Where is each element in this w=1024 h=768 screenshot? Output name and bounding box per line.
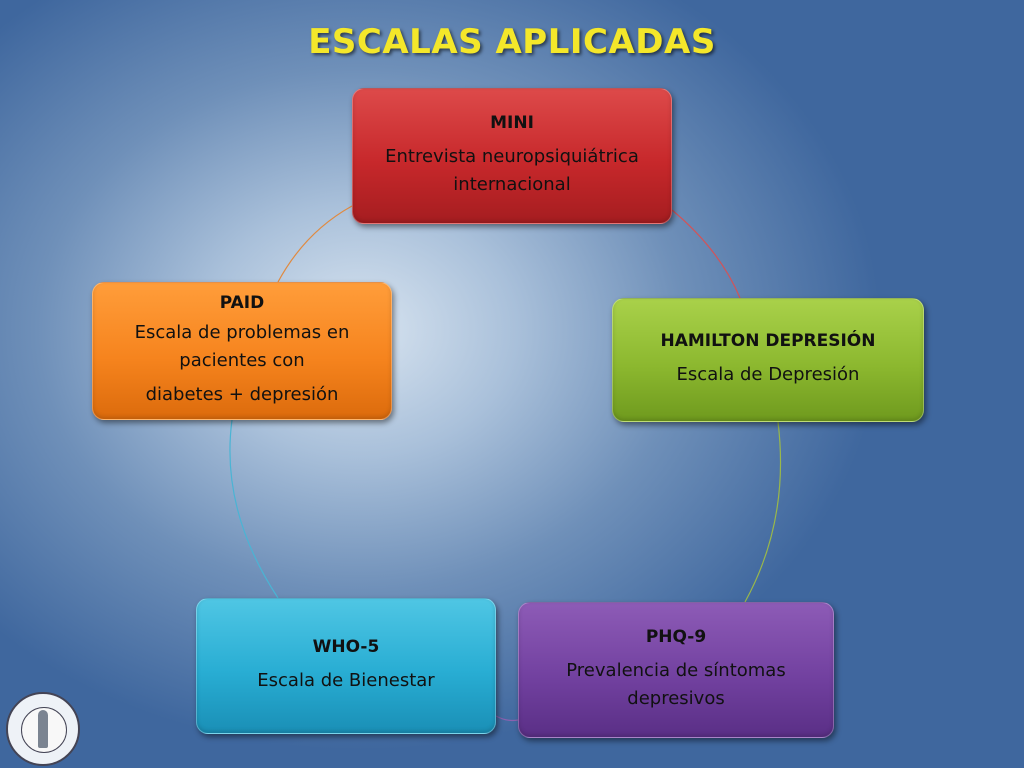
node-mini: MINI Entrevista neuropsiquiátrica intern…	[352, 88, 672, 224]
node-paid-description-2: diabetes + depresión	[145, 384, 339, 405]
slide-title: ESCALAS APLICADAS	[308, 22, 716, 62]
node-mini-title: MINI	[490, 113, 534, 133]
node-phq9-title: PHQ-9	[645, 627, 707, 647]
academy-seal-logo	[6, 692, 80, 766]
node-paid: PAID Escala de problemas en pacientes co…	[92, 282, 392, 420]
seal-figure-icon	[38, 710, 48, 748]
node-hamilton-title: HAMILTON DEPRESIÓN	[660, 331, 876, 351]
arc-hamilton-phq9	[744, 421, 782, 603]
node-paid-title: PAID	[219, 293, 265, 313]
node-hamilton-description: Escala de Depresión	[676, 364, 860, 385]
node-who5: WHO-5 Escala de Bienestar	[196, 598, 496, 734]
node-mini-description: Entrevista neuropsiquiátrica internacion…	[385, 146, 639, 195]
arc-who5-paid	[229, 419, 279, 599]
node-who5-description: Escala de Bienestar	[257, 670, 435, 691]
node-who5-title: WHO-5	[312, 637, 380, 657]
arc-mini-hamilton	[671, 209, 741, 299]
arc-phq9-who5	[495, 715, 519, 722]
node-paid-description: Escala de problemas en pacientes con	[134, 322, 350, 371]
node-phq9-description: Prevalencia de síntomas depresivos	[566, 660, 786, 709]
node-phq9: PHQ-9 Prevalencia de síntomas depresivos	[518, 602, 834, 738]
node-hamilton: HAMILTON DEPRESIÓN Escala de Depresión	[612, 298, 924, 422]
arc-paid-mini	[277, 205, 353, 283]
